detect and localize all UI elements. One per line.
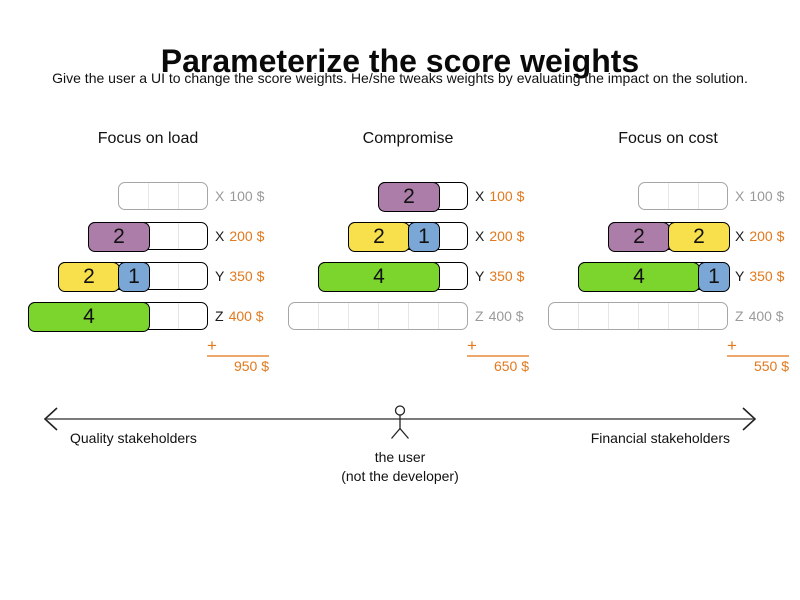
weight-value: 2 [373,225,385,248]
constraint-letter: X [475,188,485,204]
stakeholder-axis [43,405,757,439]
constraint-cost: 100 $ [489,188,525,204]
weight-value: 2 [633,225,645,248]
weight-block-yellow: 2 [58,262,120,292]
quality-stakeholders-label: Quality stakeholders [70,430,197,446]
weight-value: 2 [403,185,415,208]
constraint-cost: 200 $ [489,228,525,244]
constraint-cost: 350 $ [489,268,525,284]
constraint-label: Z 400 $ [475,302,524,330]
weight-value: 1 [708,265,720,288]
the-user-label: the user [374,449,426,465]
constraint-letter: Y [215,268,225,284]
weight-value: 4 [633,265,645,288]
weight-block-yellow: 2 [348,222,410,252]
constraint-cost: 200 $ [749,228,785,244]
financial-stakeholders-label: Financial stakeholders [590,430,730,446]
constraint-label: X 100 $ [215,182,264,210]
constraint-label: Z 400 $ [215,302,264,330]
column-title-focus-on-cost: Focus on cost [618,130,718,147]
weight-block-purple: 2 [378,182,440,212]
constraint-label: X 100 $ [735,182,784,210]
weight-box [118,182,208,210]
weight-box: 2 [378,182,468,212]
weight-box [548,302,728,330]
weight-box: 4 1 [578,262,730,292]
constraint-letter: Z [475,308,484,324]
page-title: Parameterize the score weights [160,43,640,80]
weight-block-yellow: 2 [668,222,730,252]
weight-box: 2 [88,222,208,252]
constraint-label: Y 350 $ [475,262,524,290]
weight-value: 4 [83,305,95,328]
weight-block-blue: 1 [118,262,150,292]
weight-box: 2 2 [608,222,730,252]
total-cost: 950 $ [233,358,269,374]
weight-box [288,302,468,330]
page-subtitle: Give the user a UI to change the score w… [52,70,748,86]
constraint-letter: X [215,188,225,204]
constraint-label: X 200 $ [475,222,524,250]
constraint-letter: Y [475,268,485,284]
constraint-label: X 100 $ [475,182,524,210]
constraint-letter: Y [735,268,745,284]
right-arrowhead-icon [742,407,757,431]
constraint-label: Y 350 $ [735,262,784,290]
constraint-cost: 200 $ [229,228,265,244]
weight-block-blue: 1 [698,262,730,292]
plus-sign: + [727,336,737,355]
total-cost: 550 $ [753,358,789,374]
constraint-letter: X [735,228,745,244]
constraint-cost: 400 $ [228,308,264,324]
constraint-letter: X [735,188,745,204]
sum-line [207,355,269,357]
weight-box: 2 1 [58,262,208,292]
plus-sign: + [467,336,477,355]
weight-value: 1 [128,265,140,288]
constraint-cost: 100 $ [229,188,265,204]
constraint-letter: X [215,228,225,244]
constraint-label: Z 400 $ [735,302,784,330]
column-title-focus-on-load: Focus on load [97,130,199,147]
constraint-cost: 400 $ [488,308,524,324]
sum-line [727,355,789,357]
weight-box: 2 1 [348,222,468,252]
constraint-cost: 400 $ [748,308,784,324]
column-title-compromise: Compromise [362,130,454,147]
weight-box: 4 [318,262,468,292]
weight-value: 4 [373,265,385,288]
constraint-label: Y 350 $ [215,262,264,290]
constraint-cost: 350 $ [749,268,785,284]
weight-box [638,182,728,210]
weight-block-purple: 2 [608,222,670,252]
user-stick-figure-icon [391,405,409,439]
constraint-letter: Z [215,308,224,324]
left-arrowhead-icon [43,407,58,431]
weight-value: 2 [113,225,125,248]
sum-line [467,355,529,357]
weight-block-green: 4 [578,262,700,292]
constraint-cost: 100 $ [749,188,785,204]
plus-sign: + [207,336,217,355]
constraint-cost: 350 $ [229,268,265,284]
weight-value: 2 [83,265,95,288]
total-cost: 650 $ [493,358,529,374]
weight-block-purple: 2 [88,222,150,252]
weight-block-green: 4 [318,262,440,292]
constraint-label: X 200 $ [735,222,784,250]
not-the-developer-label: (not the developer) [341,468,459,484]
weight-value: 2 [693,225,705,248]
weight-value: 1 [418,225,430,248]
constraint-letter: Z [735,308,744,324]
weight-block-green: 4 [28,302,150,332]
constraint-letter: X [475,228,485,244]
weight-box: 4 [28,302,208,332]
weight-block-blue: 1 [408,222,440,252]
constraint-label: X 200 $ [215,222,264,250]
